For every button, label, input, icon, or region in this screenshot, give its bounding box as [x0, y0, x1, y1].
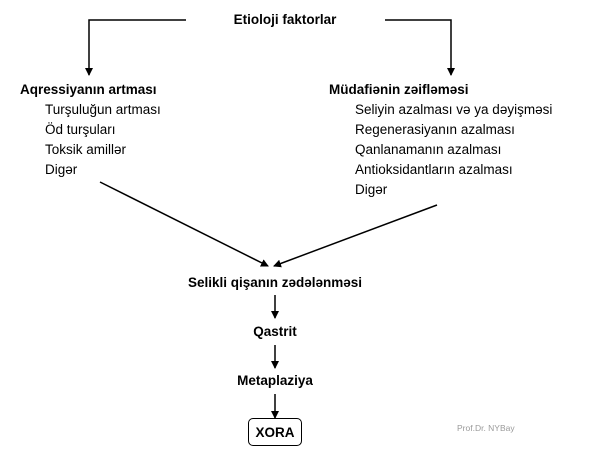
- arrow-root-left: [85, 19, 186, 76]
- left-item: Digər: [45, 162, 78, 177]
- ulcer-node: XORA: [248, 418, 302, 446]
- arrow-right-to-damage: [273, 204, 438, 268]
- right-item: Digər: [355, 182, 388, 197]
- left-branch-title: Aqressiyanın artması: [20, 82, 157, 97]
- mucosal-damage-node: Selikli qişanın zədələnməsi: [187, 275, 363, 290]
- right-item: Antioksidantların azalması: [355, 162, 513, 177]
- left-item: Turşuluğun artması: [45, 102, 161, 117]
- arrow-left-to-damage: [99, 181, 269, 267]
- metaplasia-node: Metaplaziya: [237, 373, 313, 388]
- watermark: Prof.Dr. NYBay: [457, 423, 515, 433]
- right-item: Regenerasiyanın azalması: [355, 122, 515, 137]
- left-item: Toksik amillər: [45, 142, 127, 157]
- arrow-root-right: [385, 19, 455, 76]
- right-item: Seliyin azalması və ya dəyişməsi: [355, 102, 553, 117]
- right-branch-title: Müdafiənin zəifləməsi: [329, 82, 469, 97]
- gastritis-node: Qastrit: [253, 324, 297, 339]
- right-item: Qanlanamanın azalması: [355, 142, 502, 157]
- root-node: Etioloji faktorlar: [229, 12, 341, 28]
- left-item: Öd turşuları: [45, 122, 116, 137]
